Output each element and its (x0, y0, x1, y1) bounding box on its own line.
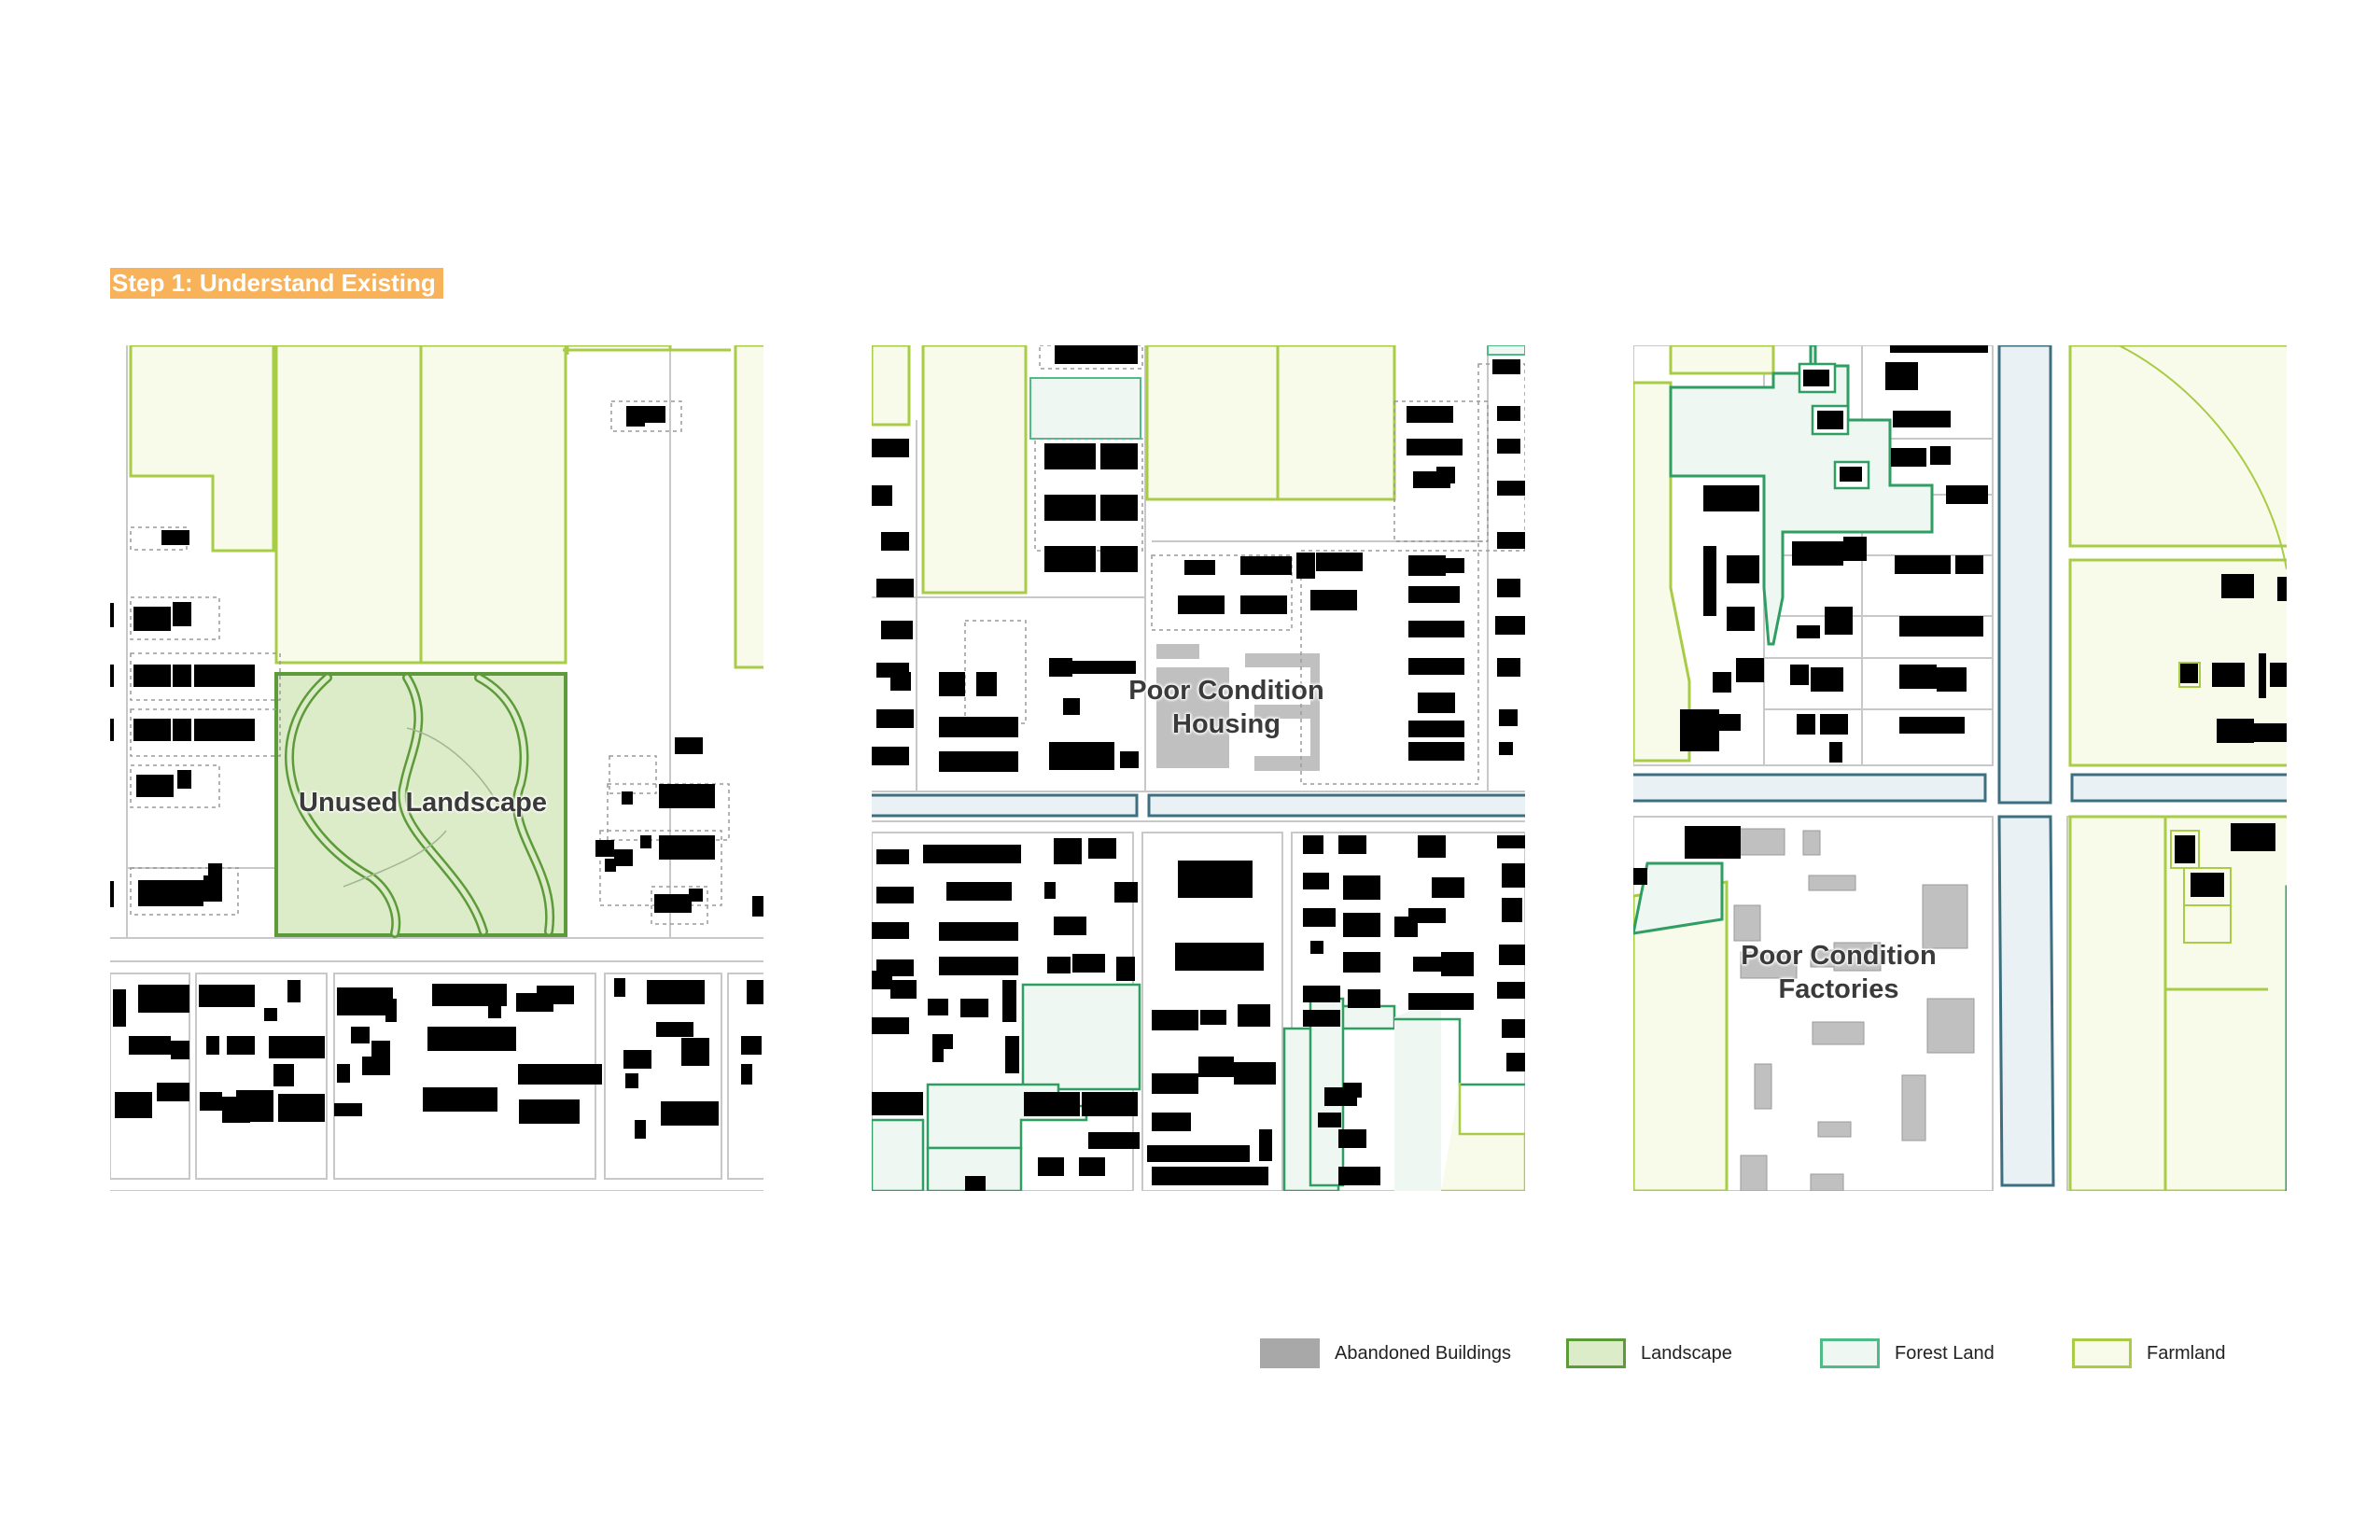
map-label-unused-landscape: Unused Landscape (269, 786, 577, 819)
legend: Abandoned Buildings Landscape Forest Lan… (1260, 1335, 2287, 1372)
map-label-line: Factories (1778, 974, 1899, 1004)
map-unused-landscape: Unused Landscape (110, 345, 763, 1191)
map-label-line: Housing (1172, 709, 1281, 739)
step-title: Step 1: Understand Existing (110, 268, 443, 299)
map-label-line: Poor Condition (1741, 941, 1937, 971)
map-label-line: Unused Landscape (299, 788, 547, 818)
map-poor-condition-factories: Poor Condition Factories (1633, 345, 2287, 1191)
landscape-swatch (1566, 1338, 1626, 1368)
map-label-poor-condition-housing: Poor Condition Housing (1086, 674, 1366, 741)
legend-item-abandoned-buildings: Abandoned Buildings (1260, 1335, 1511, 1372)
abandoned-buildings-swatch (1260, 1338, 1320, 1368)
map-poor-condition-factories-drawing (1633, 345, 2287, 1191)
legend-item-forest-land: Forest Land (1820, 1335, 1995, 1372)
legend-item-landscape: Landscape (1566, 1335, 1732, 1372)
legend-label: Forest Land (1895, 1342, 1995, 1364)
legend-label: Abandoned Buildings (1335, 1342, 1512, 1364)
legend-label: Landscape (1641, 1342, 1732, 1364)
farmland-swatch (2072, 1338, 2132, 1368)
legend-item-farmland: Farmland (2072, 1335, 2225, 1372)
map-label-poor-condition-factories: Poor Condition Factories (1699, 939, 1979, 1006)
map-label-line: Poor Condition (1128, 676, 1324, 706)
map-unused-landscape-drawing (110, 345, 763, 1191)
map-poor-condition-housing: Poor Condition Housing (872, 345, 1525, 1191)
forest-land-swatch (1820, 1338, 1880, 1368)
map-poor-condition-housing-drawing (872, 345, 1525, 1191)
legend-label: Farmland (2147, 1342, 2226, 1364)
